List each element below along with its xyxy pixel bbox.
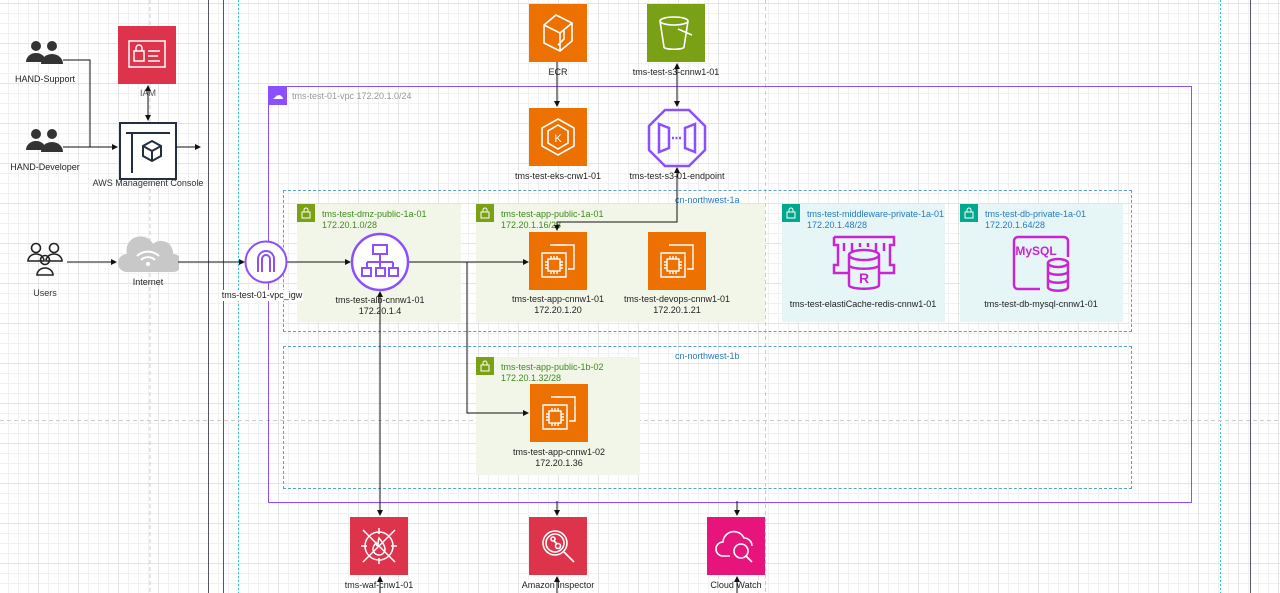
lock-icon [476,204,494,222]
management-console-icon[interactable] [119,122,177,180]
hand-support-label: HAND-Support [14,74,76,84]
lock-icon [960,204,978,222]
ec2-instance-icon[interactable] [530,384,588,442]
ecr-icon[interactable] [529,4,587,62]
eks-icon[interactable]: K [529,108,587,166]
az-1a-label: cn-northwest-1a [675,195,740,205]
subnet-name: tms-test-dmz-public-1a-01 [322,209,427,219]
subnet-cidr: 172.20.1.16/28 [501,220,562,230]
subnet-name: tms-test-app-public-1b-02 [501,362,604,372]
alb-ip: 172.20.1.4 [358,306,402,316]
elasticache-redis-icon[interactable]: R [832,235,896,291]
subnet-name: tms-test-db-private-1a-01 [985,209,1087,219]
alb-name: tms-test-alb-cnnw1-01 [335,295,425,305]
mysql-icon-text: MySQL [1015,244,1056,258]
waf-icon[interactable] [350,517,408,575]
app1-ip: 172.20.1.20 [534,305,582,315]
lock-icon [782,204,800,222]
console-label: AWS Management Console [92,178,204,188]
lock-icon [476,357,494,375]
ec2-instance-icon[interactable] [648,232,706,290]
internet-cloud-icon [118,236,179,272]
svg-text:K: K [554,133,562,145]
subnet-cidr: 172.20.1.48/28 [807,220,868,230]
users-icon [27,242,63,276]
subnet-cidr: 172.20.1.0/28 [322,220,378,230]
cloudwatch-icon[interactable] [707,517,765,575]
hand-developer-label: HAND-Developer [10,162,80,172]
redis-label: tms-test-elastiCache-redis-cnnw1-01 [789,299,937,309]
app2-ip: 172.20.1.36 [535,458,583,468]
group-icon [26,129,63,152]
subnet-name: tms-test-app-public-1a-01 [501,209,604,219]
lock-icon [297,204,315,222]
waf-label: tms-waf-cnw1-01 [344,580,414,591]
internet-gateway-icon[interactable] [244,240,288,284]
vpc-label: tms-test-01-vpc 172.20.1.0/24 [292,91,412,101]
mysql-label: tms-test-db-mysql-cnnw1-01 [984,299,1098,309]
internet-label: Internet [132,277,164,287]
app1-name: tms-test-app-cnnw1-01 [511,294,605,304]
inspector-icon[interactable] [529,517,587,575]
subnet-name: tms-test-middleware-private-1a-01 [807,209,945,219]
load-balancer-icon[interactable] [350,232,410,292]
users-label: Users [33,288,57,298]
igw-label: tms-test-01-vpc_igw [221,290,303,301]
iam-icon[interactable] [118,26,176,84]
ec2-instance-icon[interactable] [529,232,587,290]
group-icon [26,41,63,64]
devops-ip: 172.20.1.21 [653,305,701,315]
cloudwatch-label: Cloud Watch [710,580,762,591]
app2-name: tms-test-app-cnnw1-02 [512,447,606,457]
vpc-endpoint-icon[interactable] [647,108,707,168]
devops-name: tms-test-devops-cnnw1-01 [623,294,731,304]
subnet-cidr: 172.20.1.32/28 [501,373,562,383]
inspector-label: Amazon Inspector [521,580,595,591]
az-1b-label: cn-northwest-1b [675,351,740,361]
s3-bucket-icon[interactable] [647,4,705,62]
subnet-cidr: 172.20.1.64/28 [985,220,1046,230]
mysql-db-icon[interactable]: MySQL [1012,235,1072,293]
vpc-icon: ☁ [269,87,287,105]
az-1b [283,346,1132,489]
ecr-label: ECR [548,67,568,77]
svg-text:R: R [859,270,869,286]
